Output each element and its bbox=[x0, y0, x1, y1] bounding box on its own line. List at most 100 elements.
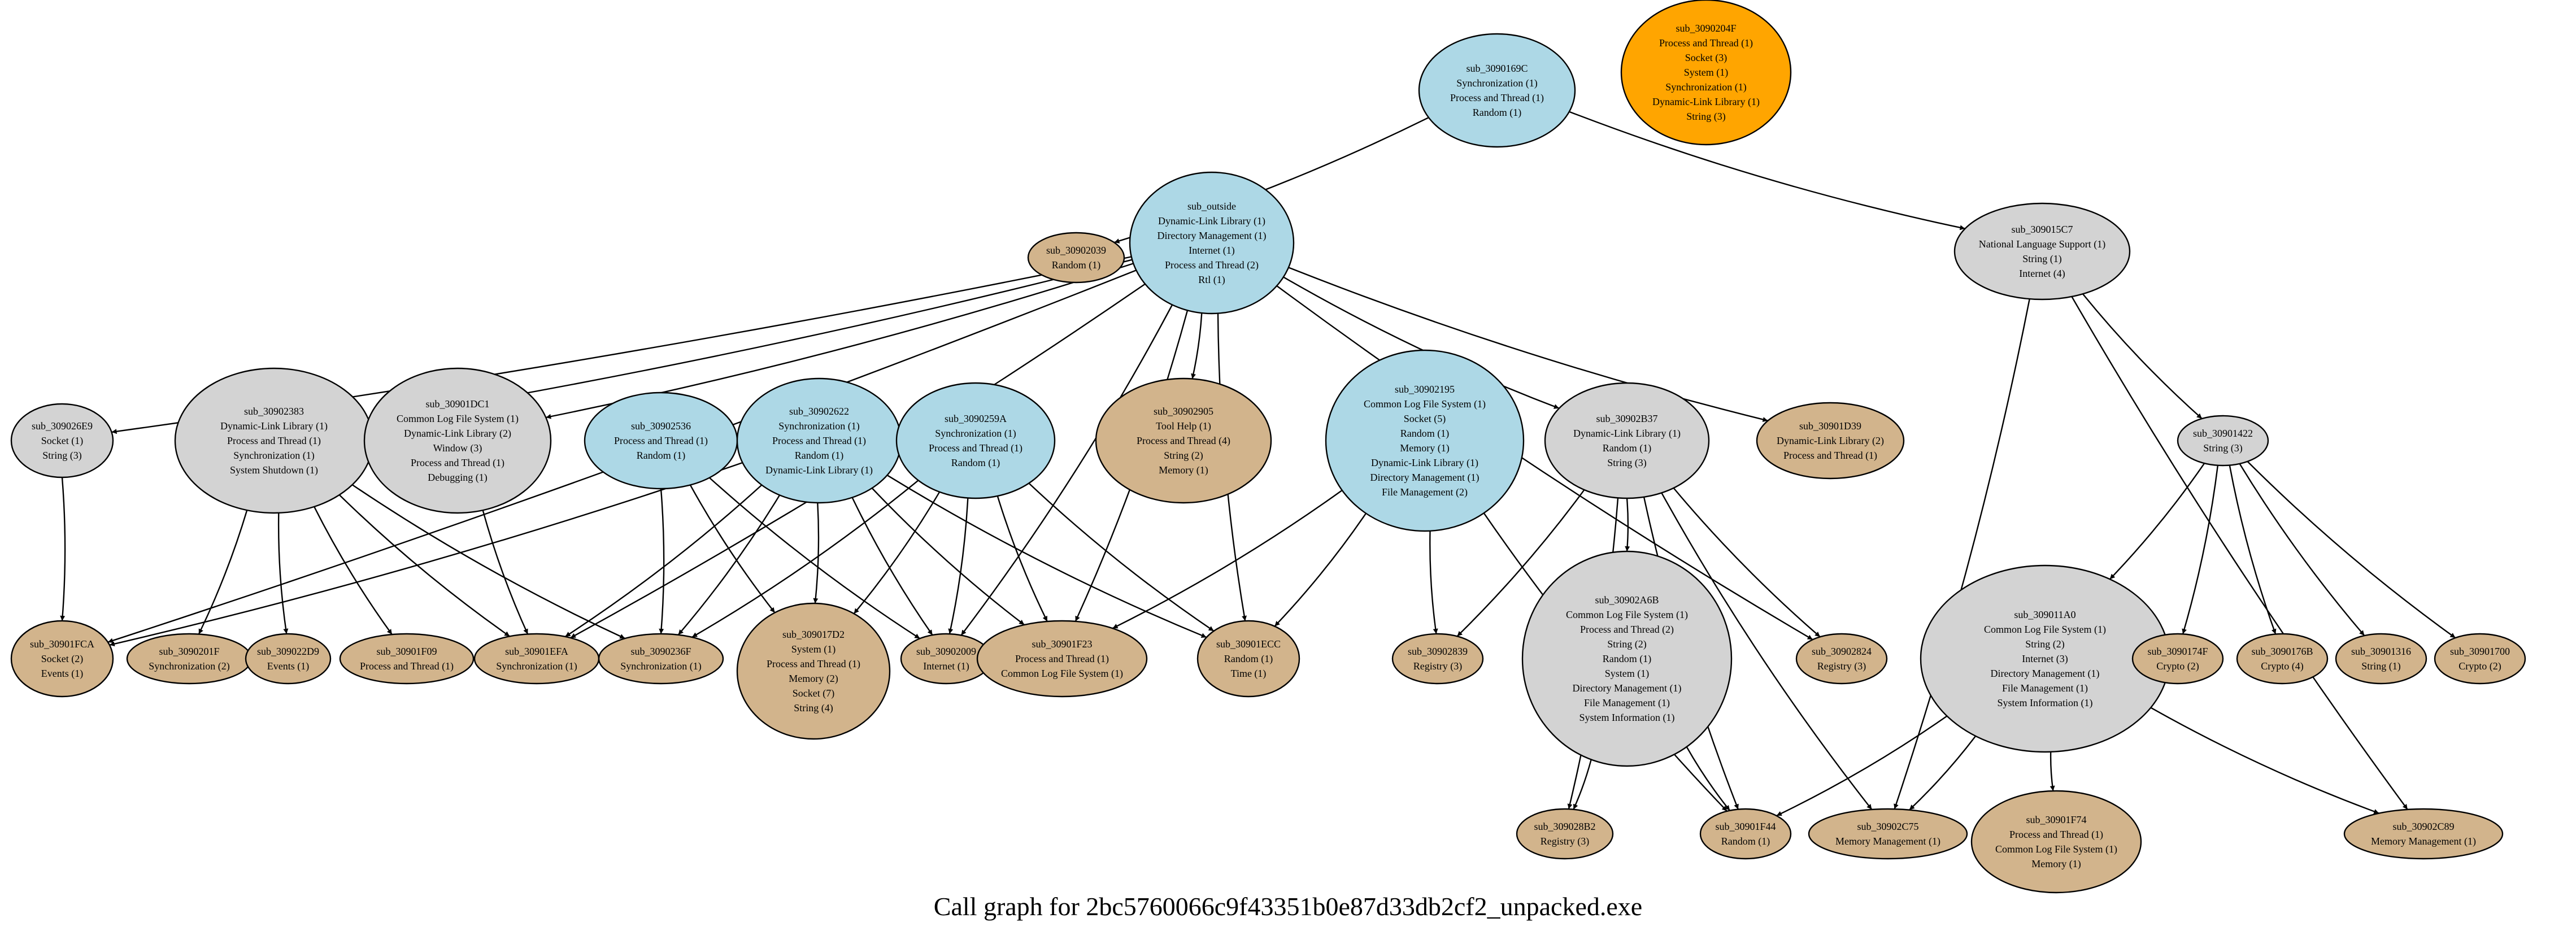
node-api-line: Dynamic-Link Library (1) bbox=[765, 464, 873, 476]
edge-sub_outside-to-sub_30902905 bbox=[1191, 313, 1203, 379]
node-title: sub_30901F44 bbox=[1715, 821, 1776, 832]
node-shape bbox=[363, 367, 552, 514]
edge-sub_30902195-to-sub_30901F23 bbox=[1112, 489, 1343, 629]
edge-sub_3090259A-to-sub_3090236F bbox=[691, 480, 919, 638]
node-api-line: Process and Thread (1) bbox=[772, 435, 866, 447]
node-api-line: Common Log File System (1) bbox=[1566, 609, 1688, 621]
node-api-line: Random (1) bbox=[1052, 259, 1100, 271]
node-api-line: Dynamic-Link Library (1) bbox=[1573, 428, 1681, 440]
node-api-line: Synchronization (1) bbox=[233, 450, 314, 462]
edge-sub_30902383-to-sub_3090201F bbox=[198, 510, 248, 635]
node-title: sub_309022D9 bbox=[257, 646, 319, 657]
node-api-line: Synchronization (1) bbox=[935, 428, 1016, 440]
edge-sub_309011A0-to-sub_30901F44 bbox=[1776, 715, 1948, 816]
node-api-line: Random (1) bbox=[1603, 653, 1651, 665]
node-shape bbox=[1196, 620, 1300, 698]
edge-sub_30902B37-to-sub_30902824 bbox=[1673, 488, 1821, 638]
nodes-layer: sub_3090169C Synchronization (1) Process a… bbox=[10, 0, 2526, 894]
node-api-line: Memory (1) bbox=[2031, 858, 2081, 870]
edge-sub_30902195-to-sub_30902839 bbox=[1429, 530, 1438, 634]
node-api-line: Synchronization (1) bbox=[620, 660, 701, 672]
node-title: sub_30901D39 bbox=[1799, 420, 1861, 432]
node-api-line: Process and Thread (1) bbox=[1450, 92, 1544, 104]
edge-sub_3090259A-to-sub_30902009 bbox=[948, 498, 969, 634]
node-title: sub_3090204F bbox=[1676, 23, 1736, 34]
edge-sub_30901422-to-sub_3090176B bbox=[2229, 465, 2277, 634]
node-api-line: Synchronization (2) bbox=[149, 660, 229, 672]
node-api-line: Dynamic-Link Library (1) bbox=[1652, 96, 1760, 108]
node-api-line: Events (1) bbox=[41, 668, 83, 680]
node-api-line: String (4) bbox=[794, 702, 833, 714]
edge-sub_3090259A-to-sub_30901ECC bbox=[1028, 482, 1215, 632]
node-title: sub_3090169C bbox=[1466, 63, 1528, 74]
edge-sub_30902B37-to-sub_30902839 bbox=[1456, 489, 1585, 637]
node-shape bbox=[1325, 349, 1525, 532]
node-api-line: Synchronization (1) bbox=[1456, 77, 1537, 89]
node-api-line: File Management (2) bbox=[1382, 486, 1468, 498]
node-sub_30901ECC: sub_30901ECC Random (1) Time (1) bbox=[1196, 620, 1300, 698]
node-api-line: Random (1) bbox=[1473, 107, 1521, 119]
node-title: sub_30901316 bbox=[2351, 646, 2411, 657]
node-api-line: Socket (1) bbox=[41, 435, 83, 447]
edge-sub_30902536-to-sub_3090236F bbox=[659, 488, 665, 634]
node-title: sub_30901ECC bbox=[1216, 638, 1281, 650]
node-api-line: Registry (3) bbox=[1413, 660, 1462, 672]
node-api-line: Window (3) bbox=[433, 442, 482, 454]
node-api-line: Memory (2) bbox=[789, 673, 838, 685]
node-api-line: Internet (4) bbox=[2019, 268, 2065, 280]
node-shape bbox=[1516, 808, 1614, 860]
node-api-line: Directory Management (1) bbox=[1158, 230, 1267, 242]
node-shape bbox=[2343, 808, 2504, 860]
node-api-line: Random (1) bbox=[1224, 653, 1273, 665]
node-shape bbox=[1970, 790, 2142, 894]
edge-sub_30902622-to-sub_30902009 bbox=[851, 497, 933, 636]
node-api-line: Process and Thread (4) bbox=[1137, 435, 1230, 447]
node-api-line: Internet (1) bbox=[923, 660, 969, 672]
edge-sub_30902383-to-sub_3090236F bbox=[351, 484, 625, 639]
node-api-line: Time (1) bbox=[1231, 668, 1267, 680]
node-title: sub_30902009 bbox=[916, 646, 976, 657]
node-api-line: Process and Thread (1) bbox=[1783, 450, 1877, 462]
edge-sub_3090259A-to-sub_309017D2 bbox=[853, 491, 941, 615]
edge-sub_30902A6B-to-sub_30901F44 bbox=[1686, 746, 1731, 811]
node-shape bbox=[1027, 232, 1125, 284]
edge-sub_30902622-to-sub_30901EFA bbox=[564, 484, 763, 637]
node-api-line: Common Log File System (1) bbox=[1995, 843, 2117, 855]
node-title: sub_309026E9 bbox=[32, 420, 93, 432]
node-shape bbox=[2335, 633, 2427, 685]
node-api-line: Dynamic-Link Library (2) bbox=[404, 428, 511, 440]
edge-sub_3090259A-to-sub_30901F23 bbox=[997, 495, 1048, 622]
node-api-line: Registry (3) bbox=[1541, 836, 1589, 847]
edge-sub_30902383-to-sub_30901F09 bbox=[314, 506, 393, 635]
node-api-line: Socket (7) bbox=[793, 688, 834, 699]
edge-sub_outside-to-sub_30902009 bbox=[960, 304, 1173, 636]
node-api-line: Common Log File System (1) bbox=[1364, 398, 1486, 410]
node-title: sub_outside bbox=[1187, 201, 1236, 212]
node-shape bbox=[473, 633, 600, 685]
node-api-line: Crypto (4) bbox=[2261, 660, 2304, 672]
edge-sub_30902B37-to-sub_30902C75 bbox=[1661, 492, 1873, 810]
node-title: sub_309015C7 bbox=[2011, 224, 2073, 235]
node-api-line: Dynamic-Link Library (1) bbox=[220, 420, 328, 432]
node-title: sub_30902195 bbox=[1395, 384, 1455, 395]
node-api-line: System Information (1) bbox=[1579, 712, 1675, 724]
node-shape bbox=[1953, 202, 2131, 301]
node-api-line: Process and Thread (1) bbox=[411, 457, 504, 469]
